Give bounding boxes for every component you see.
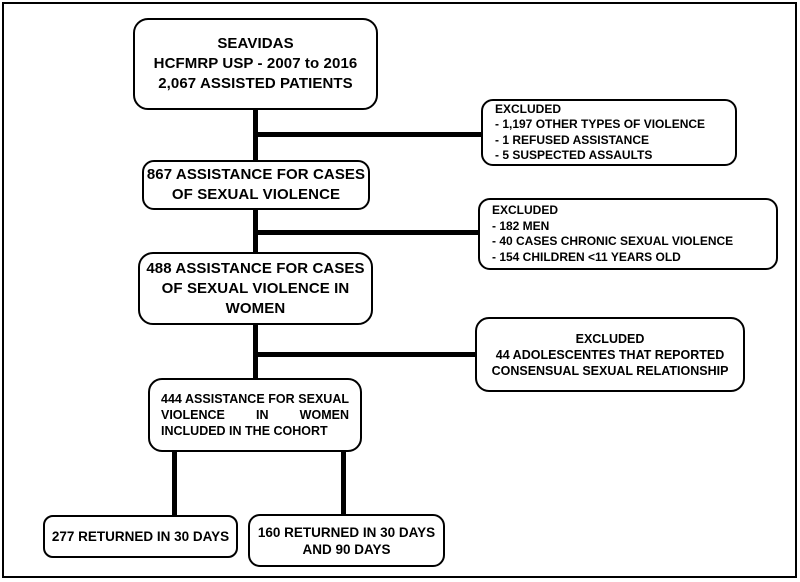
node-women-488: 488 ASSISTANCE FOR CASES OF SEXUAL VIOLE… — [138, 252, 373, 325]
node-cohort-444-line2: VIOLENCE IN WOMEN — [161, 408, 349, 422]
node-cohort-444-line3: INCLUDED IN THE COHORT — [161, 424, 328, 438]
connector-branch-excluded-demographic — [253, 230, 478, 235]
connector-444-to-returned30 — [172, 451, 177, 516]
node-sexual-violence-867: 867 ASSISTANCE FOR CASES OF SEXUAL VIOLE… — [142, 160, 370, 210]
node-excluded-initial: EXCLUDED - 1,197 OTHER TYPES OF VIOLENCE… — [481, 99, 737, 166]
node-sexual-violence-867-label: 867 ASSISTANCE FOR CASES OF SEXUAL VIOLE… — [146, 166, 366, 203]
node-assisted-patients: SEAVIDAS HCFMRP USP - 2007 to 2016 2,067… — [133, 18, 378, 110]
node-returned-30-label: 277 RETURNED IN 30 DAYS — [51, 529, 230, 544]
node-excluded-demographic-label: EXCLUDED - 182 MEN - 40 CASES CHRONIC SE… — [492, 203, 734, 264]
node-excluded-consensual-label: EXCLUDED 44 ADOLESCENTES THAT REPORTED C… — [491, 331, 729, 378]
node-returned-30: 277 RETURNED IN 30 DAYS — [43, 515, 238, 558]
node-excluded-initial-label: EXCLUDED - 1,197 OTHER TYPES OF VIOLENCE… — [495, 101, 706, 163]
node-excluded-demographic: EXCLUDED - 182 MEN - 40 CASES CHRONIC SE… — [478, 198, 778, 270]
node-cohort-444-line1: 444 ASSISTANCE FOR SEXUAL — [161, 392, 349, 406]
node-returned-30-90: 160 RETURNED IN 30 DAYS AND 90 DAYS — [248, 514, 445, 567]
connector-444-to-returned3090 — [341, 451, 346, 515]
node-cohort-444: 444 ASSISTANCE FOR SEXUAL VIOLENCE IN WO… — [148, 378, 362, 452]
connector-branch-excluded-initial — [253, 132, 481, 137]
node-women-488-label: 488 ASSISTANCE FOR CASES OF SEXUAL VIOLE… — [146, 259, 365, 317]
node-excluded-consensual: EXCLUDED 44 ADOLESCENTES THAT REPORTED C… — [475, 317, 745, 392]
node-returned-30-90-label: 160 RETURNED IN 30 DAYS AND 90 DAYS — [257, 524, 436, 557]
node-cohort-444-label: 444 ASSISTANCE FOR SEXUAL VIOLENCE IN WO… — [150, 391, 360, 439]
node-assisted-patients-label: SEAVIDAS HCFMRP USP - 2007 to 2016 2,067… — [153, 35, 358, 92]
connector-branch-excluded-consensual — [253, 352, 475, 357]
